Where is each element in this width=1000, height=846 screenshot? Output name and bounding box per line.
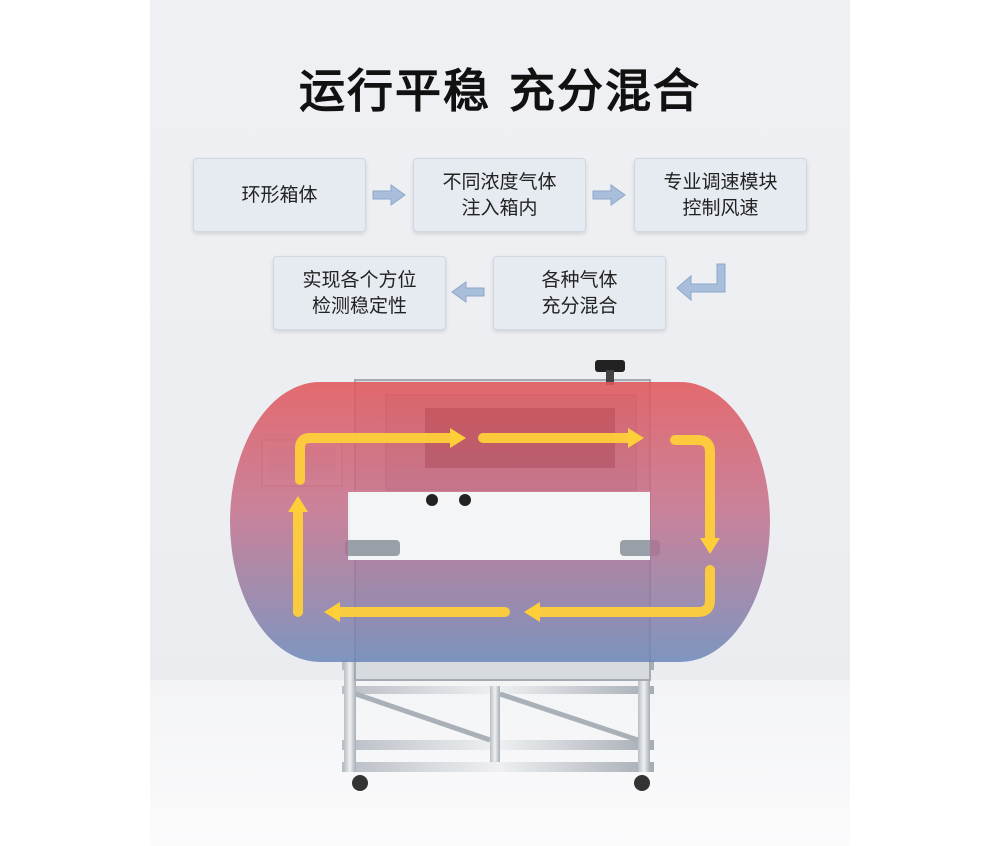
gas-mixing-chamber	[230, 360, 770, 791]
step-speed-control: 专业调速模块 控制风速	[634, 158, 807, 232]
flow-arrow-icon	[676, 263, 726, 302]
flow-arrow-icon	[451, 281, 485, 303]
top-knob	[595, 360, 625, 372]
airflow-zone	[230, 382, 770, 662]
step-gas-mixing: 各种气体 充分混合	[493, 256, 666, 330]
product-illustration: 运行平稳 充分混合 环形箱体 不同浓度气体 注入箱内 专业调速模块 控制风速 各…	[150, 0, 850, 846]
flow-arrow-icon	[592, 184, 626, 206]
flow-arrow-icon	[372, 184, 406, 206]
step-gas-injection: 不同浓度气体 注入箱内	[413, 158, 586, 232]
step-stability-test: 实现各个方位 检测稳定性	[273, 256, 446, 330]
step-ring-chamber: 环形箱体	[193, 158, 366, 232]
page-title: 运行平稳 充分混合	[298, 64, 701, 118]
airflow-arrow-icon	[293, 433, 715, 617]
airflow-arrowheads	[288, 428, 720, 622]
